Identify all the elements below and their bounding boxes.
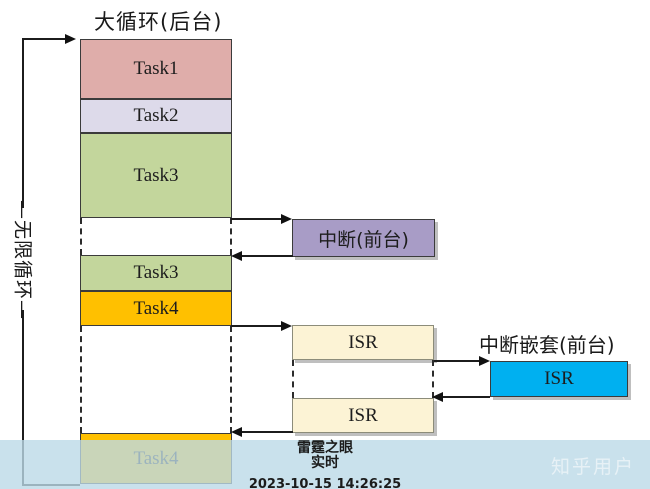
arrowhead-to-interrupt-icon bbox=[281, 214, 292, 224]
task-box-task4: Task4 bbox=[80, 291, 232, 326]
isr-box-1: ISR bbox=[292, 325, 434, 360]
infinite-loop-label: —无限循环— bbox=[11, 199, 34, 321]
dashed-isr-gap-right bbox=[432, 360, 434, 398]
nested-interrupt-title: 中断嵌套(前台) bbox=[479, 333, 615, 357]
arrowhead-isr-return-icon bbox=[231, 427, 242, 437]
task4-label: Task4 bbox=[133, 297, 179, 319]
arrow-line-task3-to-interrupt bbox=[231, 218, 283, 220]
diagram-title: 大循环(后台) bbox=[94, 10, 223, 34]
loop-line-top bbox=[22, 38, 66, 40]
dashed-gap2-right bbox=[230, 326, 232, 433]
nested-isr-box: ISR bbox=[490, 361, 628, 397]
arrowhead-interrupt-return-icon bbox=[231, 251, 242, 261]
arrow-line-isr-return bbox=[241, 431, 293, 433]
task-box-task3-resume: Task3 bbox=[80, 255, 232, 291]
loop-line-vertical-bottom bbox=[22, 310, 24, 486]
watermark-timestamp: 2023-10-15 14:26:25 bbox=[248, 477, 402, 489]
interrupt-label: 中断(前台) bbox=[318, 228, 409, 251]
arrow-line-isr-to-nested bbox=[434, 360, 480, 362]
watermark-site-user: 知乎用户 bbox=[551, 456, 636, 478]
isr2-label: ISR bbox=[348, 404, 378, 426]
task3-label: Task3 bbox=[133, 164, 179, 186]
arrowhead-to-isr-icon bbox=[281, 321, 292, 331]
dashed-isr-gap-left bbox=[292, 360, 294, 398]
dashed-gap1-right bbox=[230, 218, 232, 255]
task2-label: Task2 bbox=[133, 105, 179, 126]
arrow-line-interrupt-return bbox=[241, 255, 293, 257]
loop-arrowhead-icon bbox=[65, 34, 76, 44]
arrowhead-nested-return-icon bbox=[432, 392, 443, 402]
task-box-task1: Task1 bbox=[80, 39, 232, 99]
arrowhead-to-nested-isr-icon bbox=[479, 356, 490, 366]
watermark-band bbox=[0, 440, 650, 489]
arrow-line-task4-to-isr bbox=[231, 325, 283, 327]
watermark-brand: 雷霆之眼 实时 2023-10-15 14:26:25 bbox=[230, 441, 420, 489]
task-box-task2: Task2 bbox=[80, 99, 232, 133]
isr-box-2: ISR bbox=[292, 398, 434, 433]
watermark-brand-line1: 雷霆之眼 bbox=[297, 440, 353, 456]
loop-line-vertical-top bbox=[22, 38, 24, 208]
dashed-gap2-left bbox=[80, 326, 82, 433]
arrow-line-nested-return bbox=[442, 396, 490, 398]
task3-resume-label: Task3 bbox=[133, 262, 179, 283]
task-box-task3: Task3 bbox=[80, 133, 232, 218]
dashed-gap1-left bbox=[80, 218, 82, 255]
watermark-brand-line2: 实时 bbox=[311, 455, 339, 471]
isr1-label: ISR bbox=[348, 331, 378, 353]
interrupt-box: 中断(前台) bbox=[292, 219, 435, 257]
nested-isr-label: ISR bbox=[544, 368, 574, 389]
task1-label: Task1 bbox=[133, 58, 179, 79]
